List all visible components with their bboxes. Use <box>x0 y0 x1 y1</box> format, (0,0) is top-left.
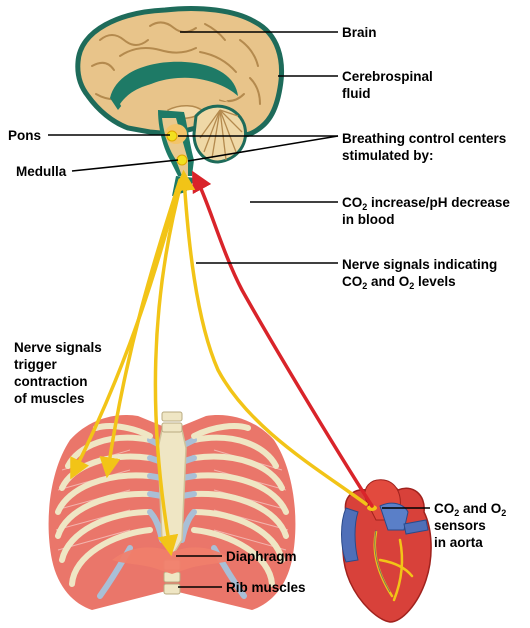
label-cerebrospinal-line2: fluid <box>342 86 371 101</box>
nerve-co-text: CO <box>342 274 363 289</box>
label-cerebrospinal-fluid: Cerebrospinal fluid <box>342 68 433 102</box>
label-sensors-line3: in aorta <box>434 535 483 550</box>
label-aorta-sensors: CO2 and O2 sensors in aorta <box>434 500 506 551</box>
co2-rest-text: increase/pH decrease <box>367 195 510 210</box>
signal-pathways <box>70 169 374 557</box>
nerve-o-text: and O <box>367 274 410 289</box>
sensors-o-text: and O <box>459 501 502 516</box>
csf-ventricle <box>110 61 238 110</box>
sensors-o-subscript: 2 <box>501 508 507 518</box>
label-co2-increase: CO2 increase/pH decrease in blood <box>342 194 510 228</box>
medulla-center <box>176 154 188 166</box>
pons-center <box>166 130 178 142</box>
label-nerve-line2: CO2 and O2 levels <box>342 273 497 291</box>
label-trigger-line4: of muscles <box>14 391 85 406</box>
leader-lines <box>48 31 430 588</box>
label-nerve-line1: Nerve signals indicating <box>342 257 498 272</box>
diaphragm-muscle <box>112 547 232 574</box>
nerve-o-subscript: 2 <box>409 281 415 291</box>
label-trigger-line1: Nerve signals <box>14 340 102 355</box>
label-nerve-signals-trigger: Nerve signals trigger contraction of mus… <box>14 339 102 407</box>
heart-illustration <box>341 479 432 623</box>
sensor-nerve-pathway <box>174 169 368 506</box>
label-cerebrospinal-line1: Cerebrospinal <box>342 69 433 84</box>
motor-nerve-diaphragm <box>153 178 184 557</box>
co2-text: CO <box>342 195 363 210</box>
label-rib-muscles: Rib muscles <box>226 580 306 595</box>
vena-cava <box>341 507 359 563</box>
cerebellum <box>192 104 247 164</box>
label-centers-line1: Breathing control centers <box>342 131 507 146</box>
label-nerve-signals-levels: Nerve signals indicating CO2 and O2 leve… <box>342 256 498 291</box>
blood-co2-pathway <box>191 170 374 508</box>
label-medulla: Medulla <box>16 164 67 179</box>
pulmonary-vein <box>403 519 429 535</box>
label-brain: Brain <box>342 25 377 40</box>
label-co2-line2: in blood <box>342 212 395 227</box>
label-co2-line1: CO2 increase/pH decrease <box>342 194 510 212</box>
label-centers-line2: stimulated by: <box>342 148 434 163</box>
label-breathing-control-centers: Breathing control centers stimulated by: <box>342 130 506 164</box>
aorta-sensor <box>367 505 377 511</box>
sensors-co-text: CO <box>434 501 455 516</box>
co2-subscript: 2 <box>362 202 368 212</box>
label-trigger-line2: trigger <box>14 357 57 372</box>
label-diaphragm: Diaphragm <box>226 549 297 564</box>
label-sensors-line2: sensors <box>434 518 486 533</box>
nerve-co-subscript: 2 <box>362 281 368 291</box>
nerve-levels-text: levels <box>414 274 456 289</box>
label-trigger-line3: contraction <box>14 374 88 389</box>
label-sensors-line1: CO2 and O2 <box>434 500 507 518</box>
motor-nerve-mid <box>99 178 182 479</box>
sensors-co-subscript: 2 <box>454 508 460 518</box>
label-pons: Pons <box>8 128 42 143</box>
